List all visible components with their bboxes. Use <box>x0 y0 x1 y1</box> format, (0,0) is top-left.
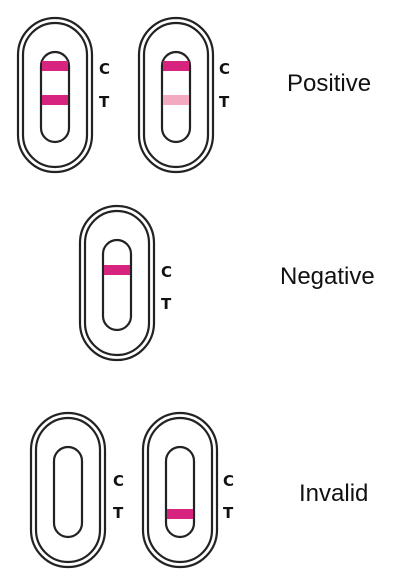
result-window <box>52 445 84 539</box>
control-marker: C <box>223 472 234 490</box>
test-marker: T <box>219 93 230 111</box>
test-marker: T <box>223 504 234 522</box>
test-line <box>167 509 193 519</box>
cassette <box>29 411 107 569</box>
control-line <box>42 61 68 71</box>
row-positive: C T C T Positive <box>16 16 371 174</box>
row-negative: C T Negative <box>78 204 375 362</box>
result-label-invalid: Invalid <box>299 480 368 507</box>
row-invalid: C T C T Invalid <box>29 411 368 569</box>
control-marker: C <box>113 472 124 490</box>
result-label-positive: Positive <box>287 70 371 97</box>
test-marker: T <box>161 295 172 313</box>
control-line <box>163 61 189 71</box>
cassette <box>137 16 215 174</box>
test-marker: T <box>99 93 110 111</box>
cassette <box>78 204 156 362</box>
test-line <box>163 95 189 105</box>
cassette <box>141 411 219 569</box>
test-line <box>42 95 68 105</box>
result-label-negative: Negative <box>280 263 375 290</box>
result-window <box>164 445 196 539</box>
control-marker: C <box>219 60 230 78</box>
result-window <box>101 238 133 332</box>
control-marker: C <box>161 263 172 281</box>
control-line <box>104 265 130 275</box>
control-marker: C <box>99 60 110 78</box>
cassette <box>16 16 94 174</box>
test-marker: T <box>113 504 124 522</box>
